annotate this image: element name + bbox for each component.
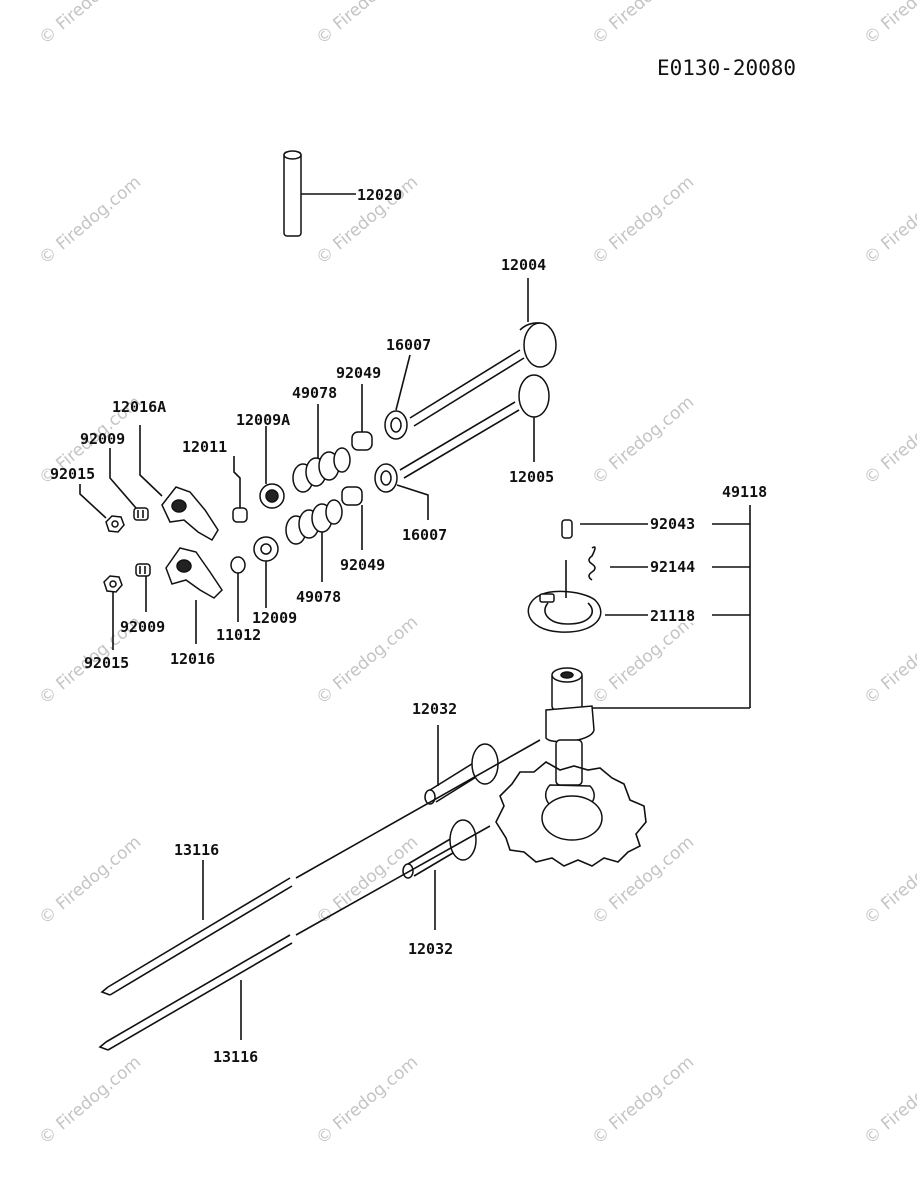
watermark-layer: © Firedog.com © Firedog.com © Firedog.co… bbox=[35, 0, 917, 1149]
part-12032-tappet-bottom bbox=[402, 819, 477, 930]
part-13116-pushrod-top bbox=[100, 739, 541, 996]
part-92009-screw-top bbox=[109, 448, 149, 521]
part-92049-collet-top bbox=[351, 384, 373, 451]
watermark: © Firedog.com bbox=[35, 1052, 145, 1149]
label-bg bbox=[648, 605, 712, 623]
label-12005: 12005 bbox=[509, 468, 554, 486]
watermark: © Firedog.com bbox=[860, 1052, 917, 1149]
part-11012-cap bbox=[230, 556, 246, 622]
part-13116-pushrod-bottom bbox=[98, 825, 491, 1051]
part-12009A-seat bbox=[259, 426, 285, 509]
label-21118: 21118 bbox=[650, 607, 695, 625]
label-16007-bottom: 16007 bbox=[402, 526, 447, 544]
watermark: © Firedog.com bbox=[588, 172, 698, 269]
label-12011: 12011 bbox=[182, 438, 227, 456]
part-92015-nut-bottom bbox=[103, 575, 123, 650]
watermark: © Firedog.com bbox=[860, 172, 917, 269]
label-11012: 11012 bbox=[216, 626, 261, 644]
label-49078-top: 49078 bbox=[292, 384, 337, 402]
label-12032-top: 12032 bbox=[412, 700, 457, 718]
label-13116-bottom: 13116 bbox=[213, 1048, 258, 1066]
label-92144: 92144 bbox=[650, 558, 695, 576]
watermark: © Firedog.com bbox=[860, 612, 917, 709]
label-bg bbox=[648, 557, 712, 575]
watermark: © Firedog.com bbox=[312, 1052, 422, 1149]
label-92049-bottom: 92049 bbox=[340, 556, 385, 574]
part-92015-nut-top bbox=[79, 484, 125, 533]
label-12032-bottom: 12032 bbox=[408, 940, 453, 958]
watermark: © Firedog.com bbox=[35, 172, 145, 269]
watermark: © Firedog.com bbox=[35, 0, 145, 49]
label-bg bbox=[648, 514, 712, 532]
part-12016A-rocker-arm bbox=[139, 425, 219, 542]
part-16007-retainer-bottom bbox=[374, 463, 429, 520]
watermark: © Firedog.com bbox=[312, 612, 422, 709]
watermark: © Firedog.com bbox=[588, 1052, 698, 1149]
label-12020: 12020 bbox=[357, 186, 402, 204]
watermark: © Firedog.com bbox=[860, 392, 917, 489]
watermark: © Firedog.com bbox=[860, 0, 917, 49]
label-12004: 12004 bbox=[501, 256, 546, 274]
label-12009: 12009 bbox=[252, 609, 297, 627]
part-12004-valve bbox=[409, 278, 557, 427]
watermark: © Firedog.com bbox=[35, 832, 145, 929]
part-12032-tappet-top bbox=[424, 725, 499, 805]
watermark: © Firedog.com bbox=[588, 612, 698, 709]
label-92015-top: 92015 bbox=[50, 465, 95, 483]
part-12011-cap bbox=[232, 456, 248, 523]
watermark: © Firedog.com bbox=[588, 392, 698, 489]
part-92043-pin bbox=[561, 519, 573, 539]
label-13116-top: 13116 bbox=[174, 841, 219, 859]
part-camshaft bbox=[495, 667, 647, 867]
label-92009-top: 92009 bbox=[80, 430, 125, 448]
part-12005-valve bbox=[399, 374, 550, 479]
label-49118: 49118 bbox=[722, 483, 767, 501]
label-12009A: 12009A bbox=[236, 411, 290, 429]
part-49078-spring-top bbox=[292, 404, 351, 493]
label-92043: 92043 bbox=[650, 515, 695, 533]
part-12009-seat bbox=[253, 536, 279, 608]
label-92049-top: 92049 bbox=[336, 364, 381, 382]
label-49078-bottom: 49078 bbox=[296, 588, 341, 606]
part-12016-rocker-arm bbox=[165, 547, 223, 644]
diagram-code: E0130-20080 bbox=[657, 56, 796, 80]
watermark: © Firedog.com bbox=[860, 832, 917, 929]
part-92009-screw-bottom bbox=[135, 563, 151, 612]
label-92015-bottom: 92015 bbox=[84, 654, 129, 672]
label-12016: 12016 bbox=[170, 650, 215, 668]
part-92049-collet-bottom bbox=[341, 486, 363, 550]
label-16007-top: 16007 bbox=[386, 336, 431, 354]
part-49078-spring-bottom bbox=[285, 499, 343, 582]
part-16007-retainer-top bbox=[384, 354, 411, 440]
watermark: © Firedog.com bbox=[588, 0, 698, 49]
label-12016A: 12016A bbox=[112, 398, 166, 416]
label-92009-bottom: 92009 bbox=[120, 618, 165, 636]
part-21118-weight bbox=[527, 560, 602, 633]
part-12020-pin bbox=[283, 150, 356, 237]
watermark: © Firedog.com bbox=[312, 0, 422, 49]
watermark: © Firedog.com bbox=[588, 832, 698, 929]
part-92144-spring bbox=[588, 546, 596, 581]
watermark: © Firedog.com bbox=[312, 832, 422, 929]
